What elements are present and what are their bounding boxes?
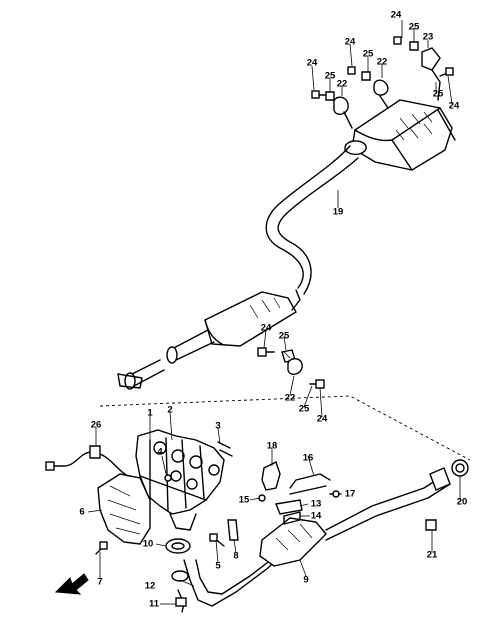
callout-25: 25 xyxy=(409,22,420,33)
callout-16: 16 xyxy=(303,453,314,464)
callout-24: 24 xyxy=(317,414,328,425)
callout-9: 9 xyxy=(303,575,308,586)
callout-20: 20 xyxy=(457,497,468,508)
callout-25: 25 xyxy=(325,71,336,82)
callout-3: 3 xyxy=(215,421,220,432)
callout-19: 19 xyxy=(333,207,344,218)
callout-22: 22 xyxy=(285,393,296,404)
rear-pipe[interactable] xyxy=(265,145,359,295)
callout-7: 7 xyxy=(97,577,102,588)
callout-26: 26 xyxy=(91,420,102,431)
callout-2: 2 xyxy=(167,405,172,416)
leader-lines xyxy=(87,20,461,605)
callout-5: 5 xyxy=(215,561,221,572)
center-hangers[interactable] xyxy=(257,347,325,389)
callout-11: 11 xyxy=(149,599,160,610)
callout-24: 24 xyxy=(391,10,402,21)
callout-13: 13 xyxy=(311,499,322,510)
center-front-pipe[interactable] xyxy=(117,329,215,390)
callout-24: 24 xyxy=(345,37,356,48)
oxygen-sensor[interactable] xyxy=(45,445,129,477)
center-muffler[interactable] xyxy=(204,289,301,347)
rear-muffler[interactable] xyxy=(344,99,456,171)
front-pipe-catalyst[interactable] xyxy=(183,467,451,607)
callout-labels: 24 25 23 24 25 22 24 25 22 25 24 19 24 2… xyxy=(79,10,467,610)
callout-17: 17 xyxy=(345,489,356,500)
callout-8: 8 xyxy=(233,551,238,562)
callout-22: 22 xyxy=(377,57,388,68)
manifold-fasteners[interactable] xyxy=(95,441,239,555)
callout-10: 10 xyxy=(143,539,154,550)
callout-22: 22 xyxy=(337,79,348,90)
rear-hangers[interactable] xyxy=(311,36,454,129)
callout-25: 25 xyxy=(299,404,310,415)
callout-14: 14 xyxy=(311,511,322,522)
front-direction-arrow-icon xyxy=(54,573,89,595)
callout-18: 18 xyxy=(267,441,278,452)
callout-4: 4 xyxy=(157,447,163,458)
callout-24: 24 xyxy=(307,58,318,69)
front-pipe-brackets[interactable] xyxy=(258,461,341,525)
callout-1: 1 xyxy=(147,408,153,419)
callout-21: 21 xyxy=(427,550,438,561)
callout-25: 25 xyxy=(433,89,444,100)
manifold-heat-shield[interactable] xyxy=(97,473,151,545)
callout-6: 6 xyxy=(79,507,84,518)
callout-15: 15 xyxy=(239,495,250,506)
front-flange-gasket[interactable] xyxy=(425,459,469,531)
callout-24: 24 xyxy=(449,101,460,112)
callout-12: 12 xyxy=(145,581,156,592)
callout-23: 23 xyxy=(423,32,434,43)
exhaust-manifold[interactable] xyxy=(135,429,225,531)
manifold-gaskets[interactable] xyxy=(165,538,191,613)
callout-24: 24 xyxy=(261,323,272,334)
callout-25: 25 xyxy=(279,331,290,342)
callout-25: 25 xyxy=(363,49,374,60)
